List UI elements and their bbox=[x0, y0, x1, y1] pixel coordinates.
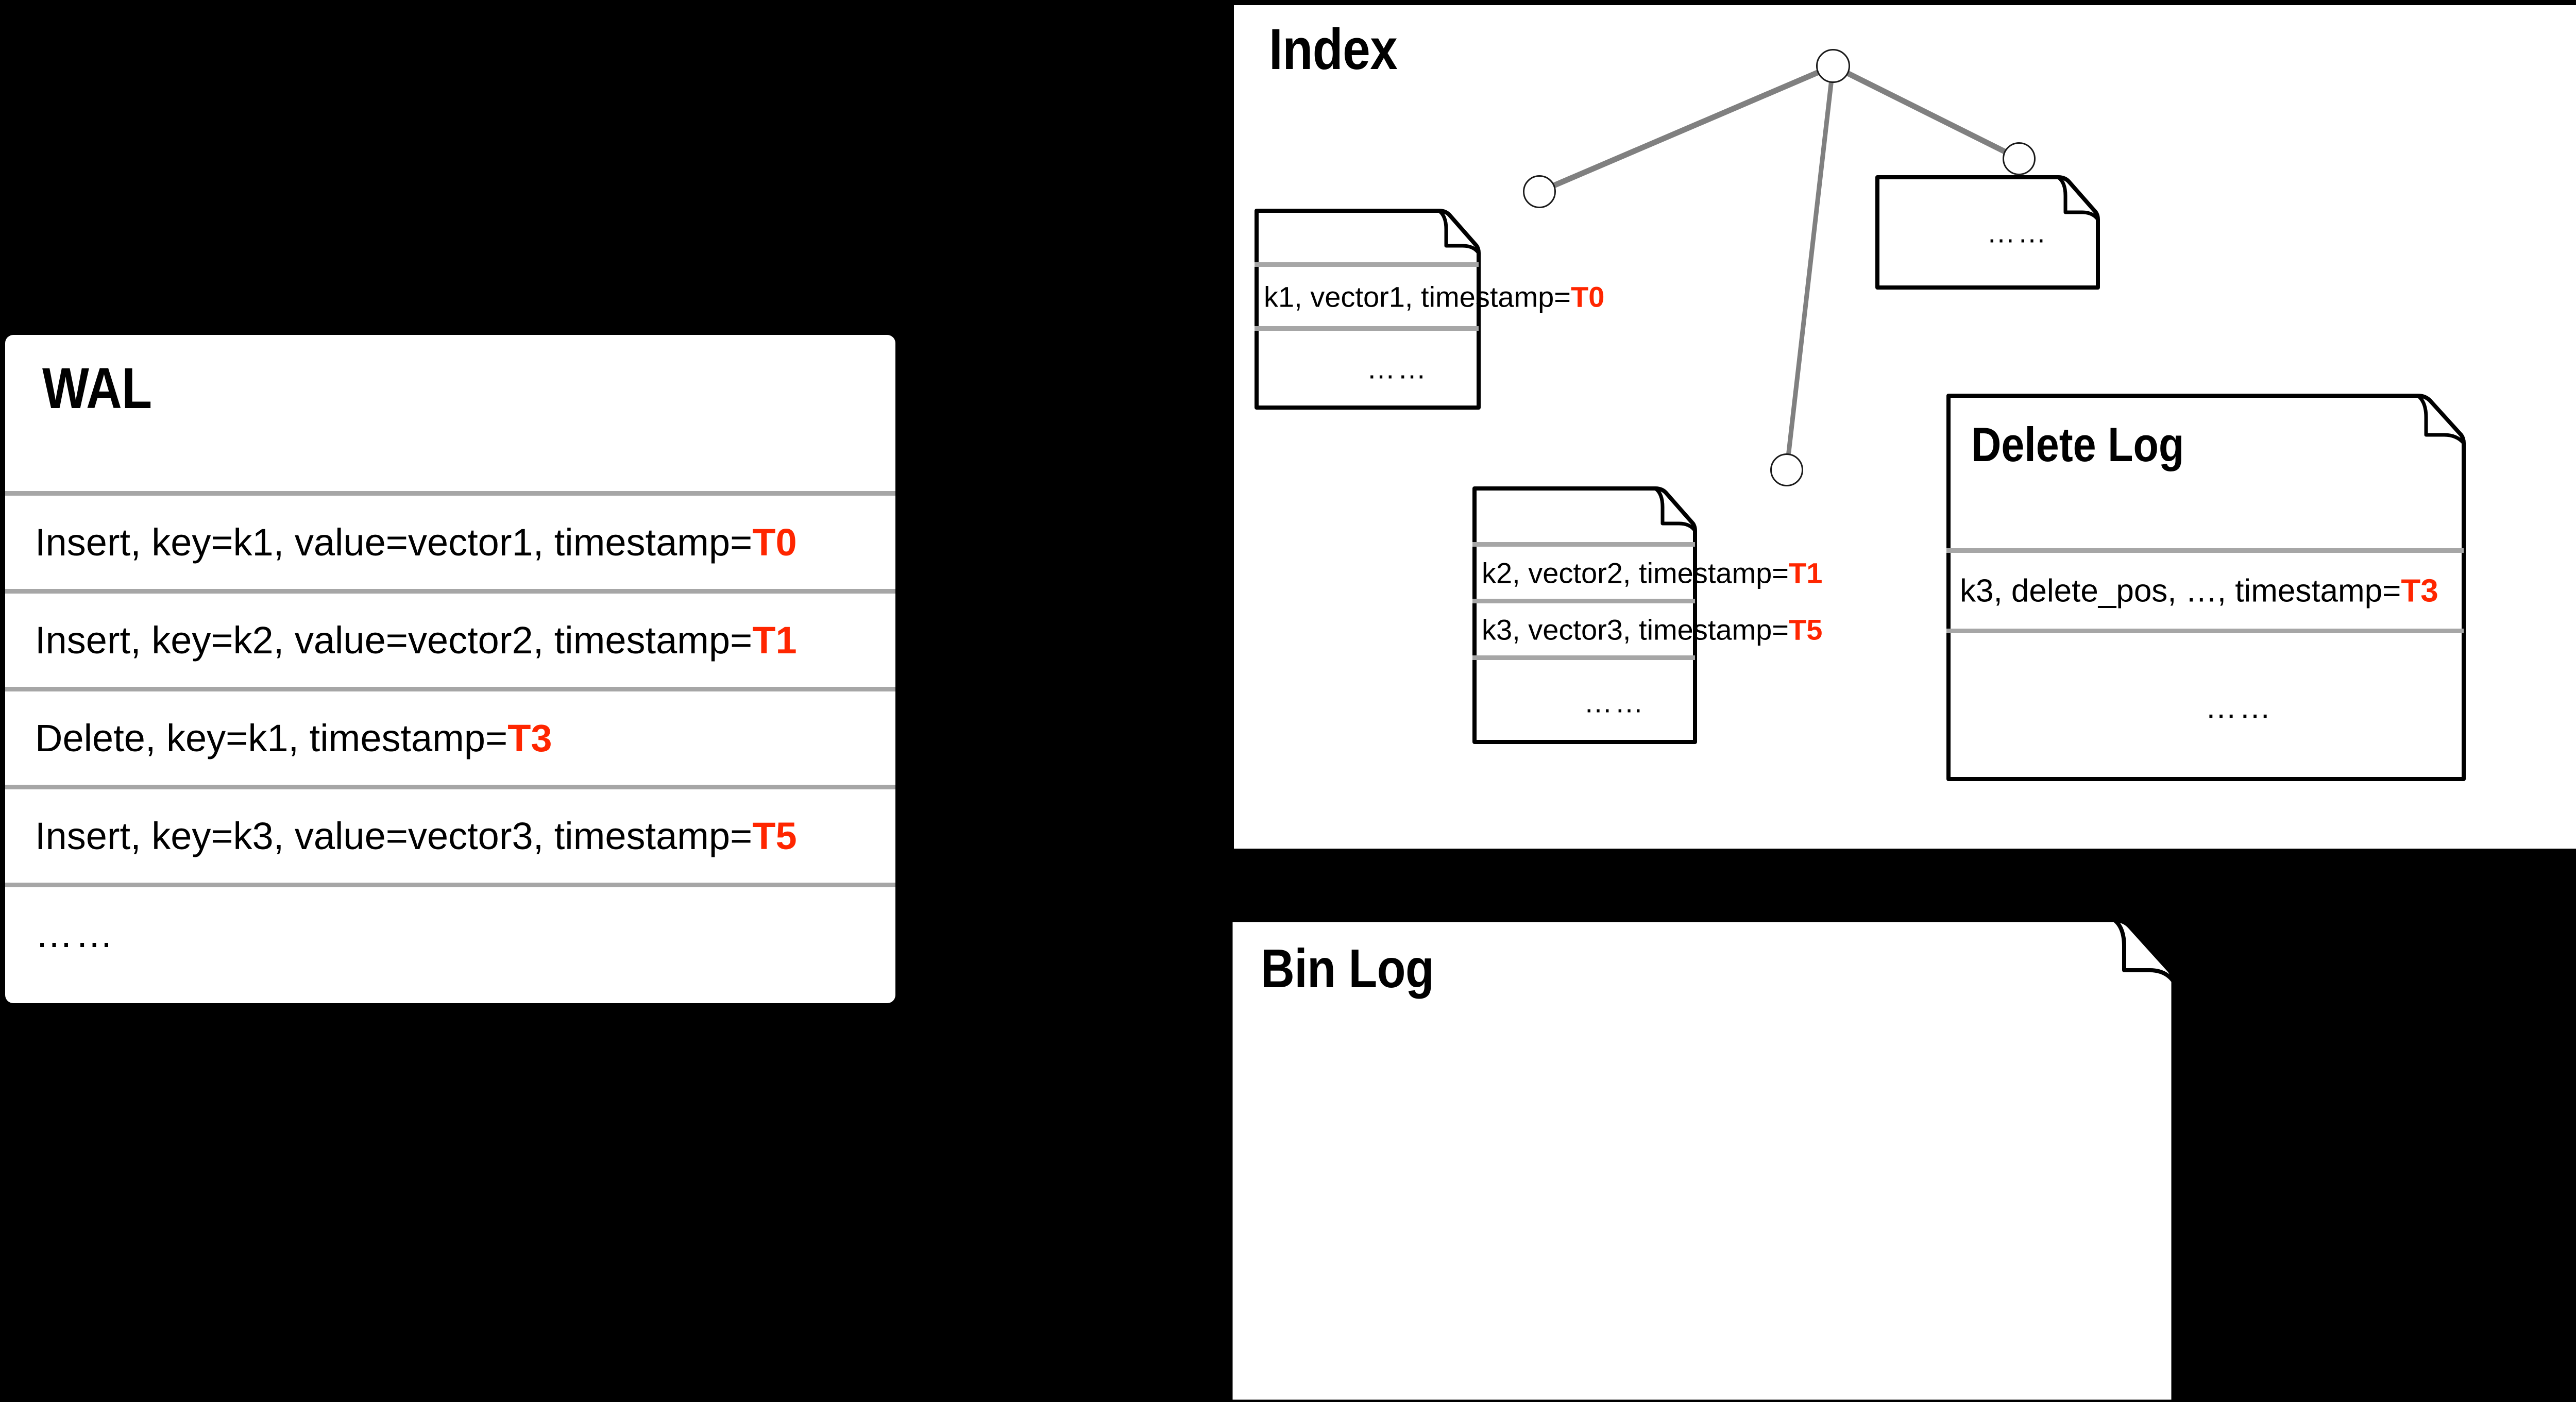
wal-row-text: Insert, key=k2, value=vector2, timestamp… bbox=[35, 618, 797, 662]
delete-log-row-text: …… bbox=[2205, 689, 2273, 725]
timestamp-badge: T1 bbox=[1789, 556, 1823, 589]
timestamp-badge: T1 bbox=[752, 618, 797, 662]
child-node-left[interactable] bbox=[1523, 175, 1556, 208]
index-leaf-row-text: …… bbox=[1987, 216, 2048, 249]
index-leaf-row: k2, vector2, timestamp=T1 bbox=[1472, 542, 1822, 599]
delete-log-title: Delete Log bbox=[1971, 417, 2184, 471]
wal-row-text: …… bbox=[35, 912, 115, 955]
wal-row: Insert, key=k1, value=vector1, timestamp… bbox=[5, 491, 895, 589]
child-node-middle[interactable] bbox=[1770, 453, 1803, 486]
bin-log-title: Bin Log bbox=[1261, 938, 1434, 999]
index-leaf-row-text: k3, vector3, timestamp=T5 bbox=[1482, 613, 1823, 646]
child-node-right[interactable] bbox=[2003, 142, 2036, 175]
wal-row-list: Insert, key=k1, value=vector1, timestamp… bbox=[5, 491, 895, 981]
index-leaf-row-text: k2, vector2, timestamp=T1 bbox=[1482, 556, 1823, 589]
doc-outline-icon bbox=[1255, 209, 1481, 410]
index-leaf-row-text: k1, vector1, timestamp=T0 bbox=[1264, 280, 1605, 313]
timestamp-badge: T3 bbox=[507, 716, 552, 759]
root-node[interactable] bbox=[1816, 49, 1850, 83]
wal-row: Insert, key=k2, value=vector2, timestamp… bbox=[5, 589, 895, 687]
index-leaf-middle: k2, vector2, timestamp=T1 k3, vector3, t… bbox=[1472, 486, 1822, 744]
index-leaf-row: k1, vector1, timestamp=T0 bbox=[1255, 262, 1604, 326]
delete-log-row: …… bbox=[1946, 629, 2464, 781]
timestamp-badge: T0 bbox=[752, 520, 797, 564]
delete-log-panel: Delete Log k3, delete_pos, …, timestamp=… bbox=[1946, 394, 2466, 781]
delete-log-row-text: k3, delete_pos, …, timestamp=T3 bbox=[1960, 573, 2438, 609]
wal-row: Delete, key=k1, timestamp=T3 bbox=[5, 687, 895, 785]
index-title: Index bbox=[1269, 17, 1398, 81]
timestamp-badge: T3 bbox=[2401, 573, 2438, 609]
doc-outline-icon bbox=[1472, 486, 1697, 744]
doc-outline-icon bbox=[1946, 394, 2466, 781]
timestamp-badge: T5 bbox=[1789, 613, 1823, 646]
wal-row-text: Insert, key=k1, value=vector1, timestamp… bbox=[35, 520, 797, 564]
doc-outline-icon bbox=[1229, 920, 2176, 1402]
timestamp-badge: T5 bbox=[752, 814, 797, 857]
delete-log-row: k3, delete_pos, …, timestamp=T3 bbox=[1946, 548, 2464, 629]
wal-row: Insert, key=k3, value=vector3, timestamp… bbox=[5, 785, 895, 883]
timestamp-badge: T0 bbox=[1571, 280, 1605, 313]
index-leaf-row: …… bbox=[1472, 655, 1695, 744]
index-leaf-row: k3, vector3, timestamp=T5 bbox=[1472, 599, 1822, 655]
wal-panel: WAL Insert, key=k1, value=vector1, times… bbox=[5, 335, 895, 1003]
wal-row-text: Delete, key=k1, timestamp=T3 bbox=[35, 716, 552, 759]
bin-log-wrapper: Bin Log Op=Insert, execution_time=3,…,ti… bbox=[1229, 920, 2224, 1402]
index-leaf-row: …… bbox=[1875, 175, 2098, 290]
index-leaf-left: k1, vector1, timestamp=T0 …… bbox=[1255, 209, 1604, 410]
index-leaf-row: …… bbox=[1255, 326, 1479, 406]
wal-row: …… bbox=[5, 883, 895, 981]
index-leaf-row-text: …… bbox=[1584, 686, 1646, 718]
index-leaf-row-text: …… bbox=[1366, 352, 1429, 384]
wal-row-text: Insert, key=k3, value=vector3, timestamp… bbox=[35, 814, 797, 857]
index-panel: Index k1, vector1, timestamp=T0 …… bbox=[1234, 5, 2576, 849]
doc-outline-icon bbox=[1875, 175, 2100, 290]
wal-title: WAL bbox=[42, 356, 152, 420]
index-leaf-right: …… bbox=[1875, 175, 2100, 290]
